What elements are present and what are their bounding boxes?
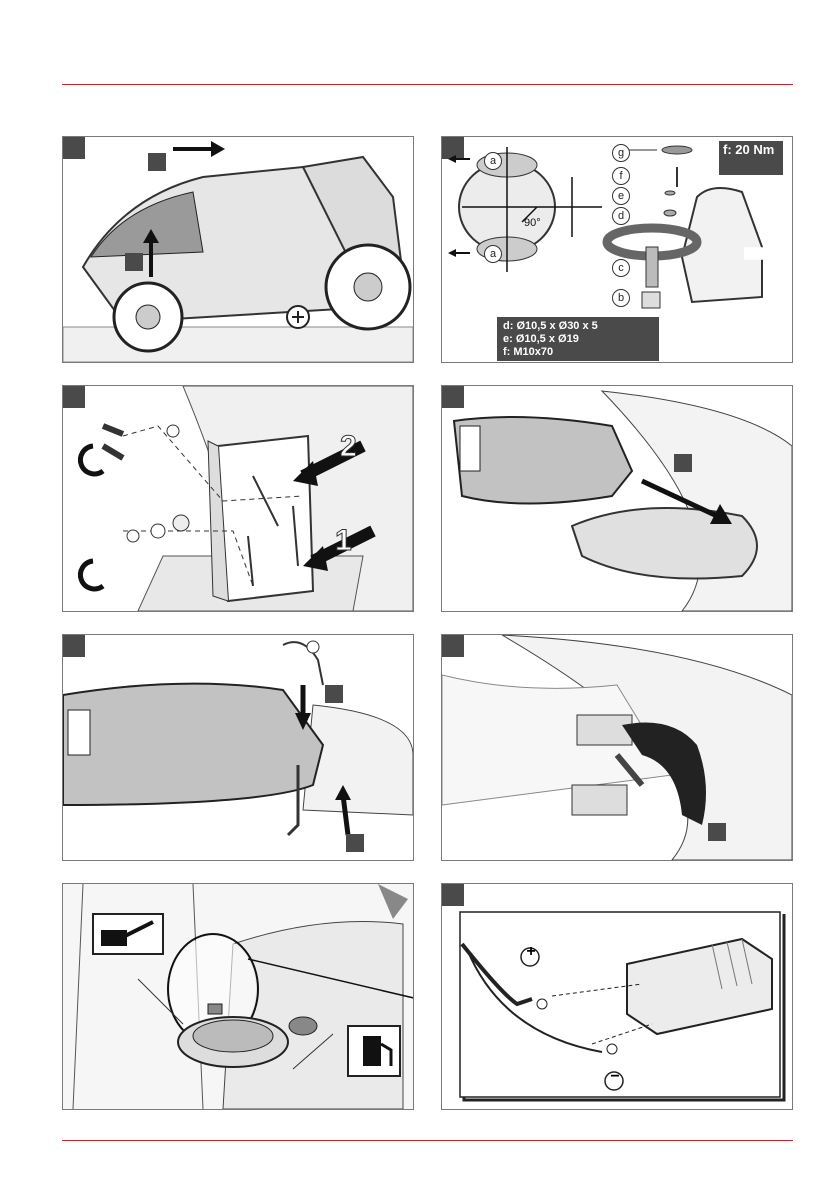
torque-spec: f: 20 Nm — [719, 141, 783, 175]
bag-hook-illustration — [63, 635, 413, 860]
figure-panel-7 — [62, 883, 414, 1110]
spec-line: f: M10x70 — [503, 346, 653, 359]
step-number-1: 1 — [335, 524, 352, 558]
callout-label: g — [612, 144, 630, 162]
grass-bag-illustration — [442, 386, 792, 611]
callout-label: c — [612, 259, 630, 277]
footer-rule — [62, 1140, 793, 1141]
spec-line: e: Ø10,5 x Ø19 — [503, 333, 653, 346]
angle-label: 90° — [524, 217, 541, 229]
figure-panel-2: a a b c d e f g 90° f: 20 Nm d: Ø10,5 x … — [441, 136, 793, 363]
negative-terminal-label: − — [607, 1069, 623, 1085]
positive-terminal-label: + — [523, 944, 539, 960]
callout-label: a — [484, 245, 502, 263]
figure-panel-6 — [441, 634, 793, 861]
figure-panel-4 — [441, 385, 793, 612]
fuel-oil-illustration — [63, 884, 413, 1109]
step-number-2: 2 — [340, 430, 357, 464]
figure-panel-5 — [62, 634, 414, 861]
rotate-icon — [80, 561, 103, 589]
flap-latch-illustration — [442, 635, 792, 860]
figure-panel-3: 2 1 — [62, 385, 414, 612]
rotate-icon — [80, 446, 103, 474]
callout-label: e — [612, 187, 630, 205]
spec-line: d: Ø10,5 x Ø30 x 5 — [503, 320, 653, 333]
figure-panel-8: + − — [441, 883, 793, 1110]
bracket-illustration — [63, 386, 413, 611]
figure-panel-1 — [62, 136, 414, 363]
fuel-pump-icon — [363, 1036, 381, 1066]
torque-wrench-icon — [719, 141, 793, 363]
callout-label: d — [612, 207, 630, 225]
callout-label: b — [612, 289, 630, 307]
tractor-illustration — [63, 137, 413, 362]
callout-label: f — [612, 167, 630, 185]
spec-box: d: Ø10,5 x Ø30 x 5 e: Ø10,5 x Ø19 f: M10… — [497, 317, 659, 361]
header-rule — [62, 84, 793, 85]
callout-label: a — [484, 152, 502, 170]
